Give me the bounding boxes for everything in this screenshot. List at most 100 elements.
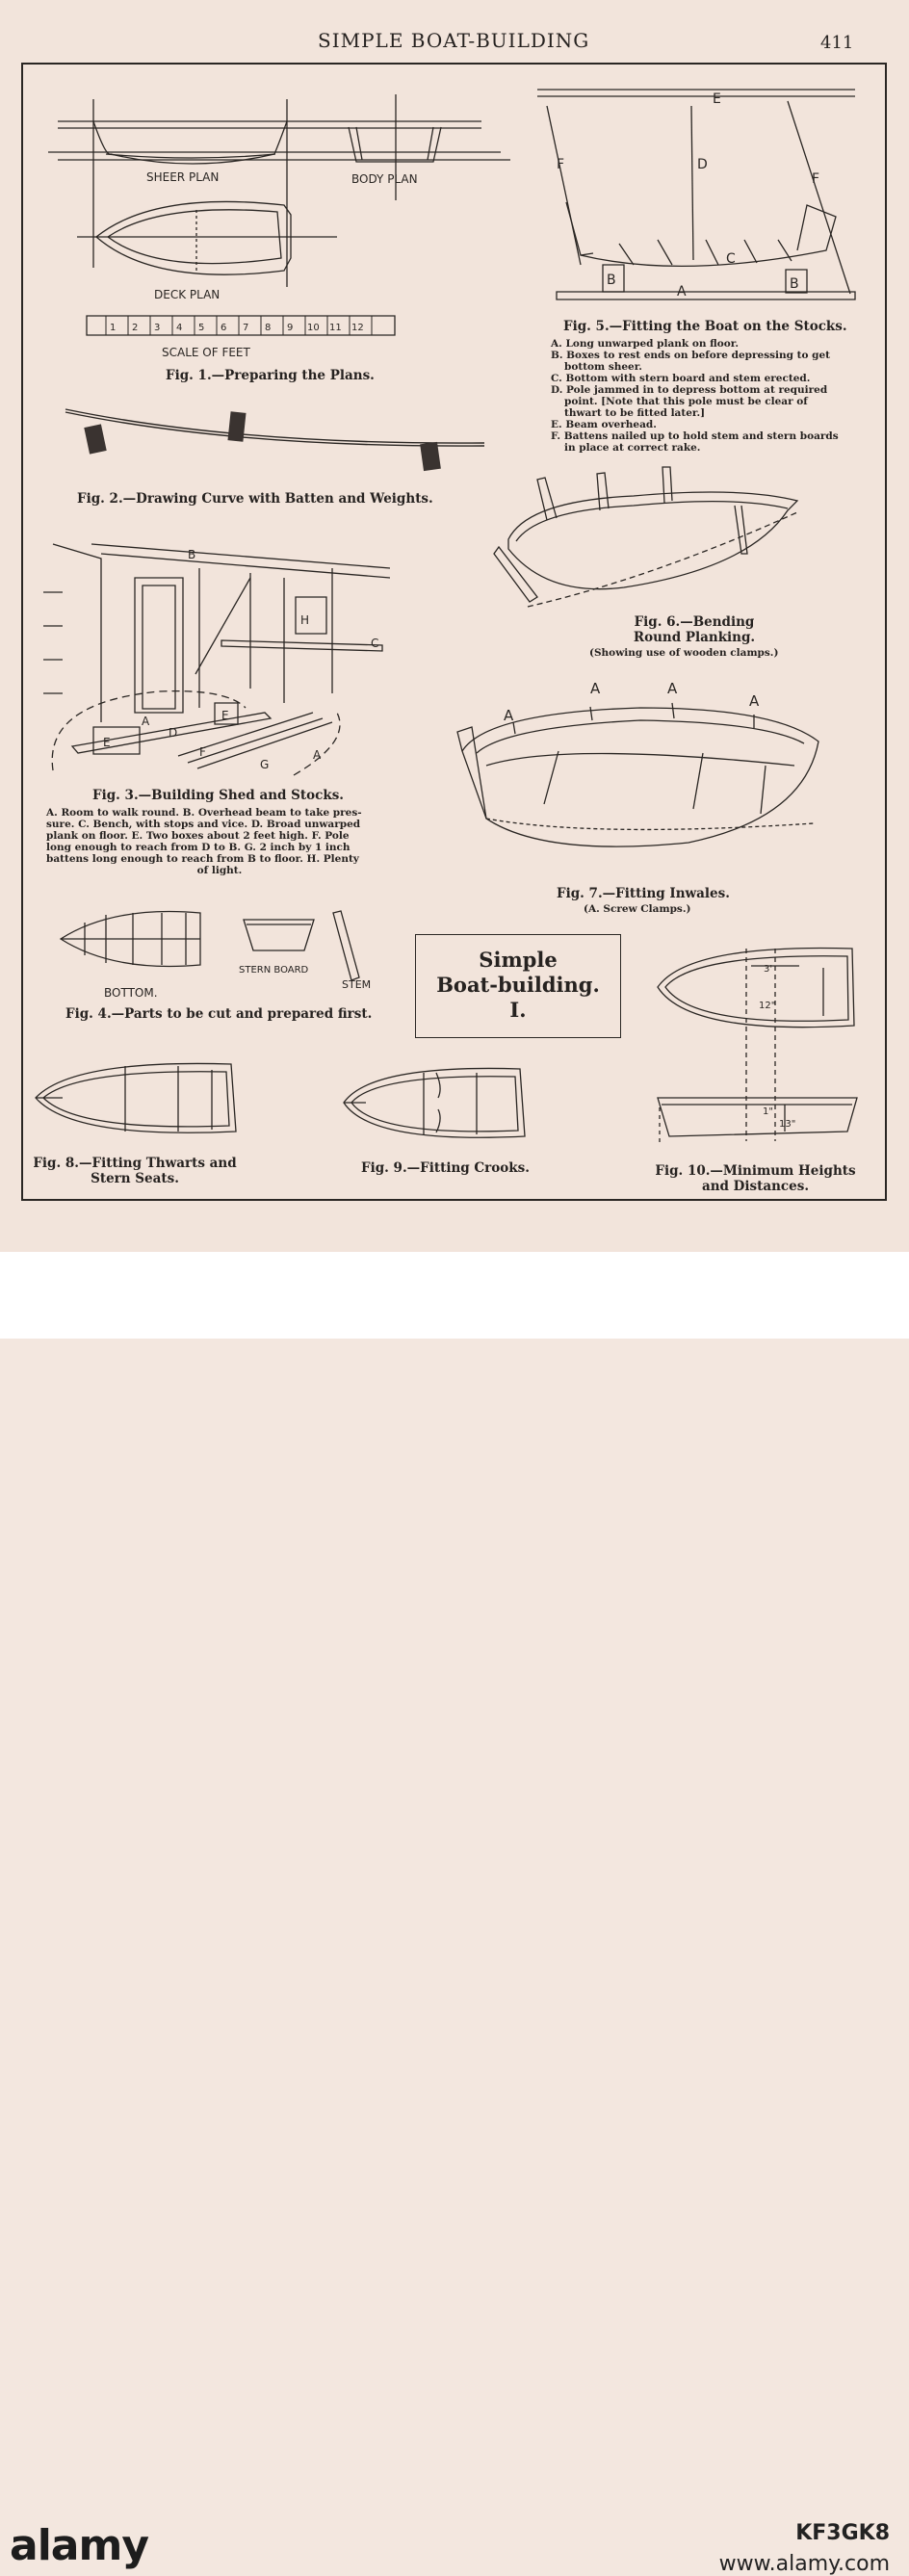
caption-line: Stern Seats. — [91, 1171, 179, 1186]
note-line: E. Beam overhead. — [551, 419, 657, 430]
svg-text:F: F — [199, 745, 206, 759]
fig9-crooks-drawing — [342, 1059, 534, 1146]
body-plan-label: BODY PLAN — [351, 172, 418, 186]
dim-3ft: 3' — [764, 964, 772, 975]
svg-text:A: A — [590, 680, 601, 697]
fig5-notes: A. Long unwarped plank on floor. B. Boxe… — [551, 338, 859, 454]
note-line: of light. — [196, 865, 243, 876]
fig7-inwales-drawing: A A A A — [448, 680, 833, 876]
svg-text:C: C — [371, 637, 378, 650]
note-line: plank on floor. E. Two boxes about 2 fee… — [46, 830, 350, 842]
note-line: thwart to be fitted later.] — [564, 407, 706, 419]
svg-text:B: B — [607, 273, 616, 288]
scale-number: 6 — [221, 323, 226, 333]
fig7-caption: Fig. 7.—Fitting Inwales. — [557, 886, 730, 901]
caption-line: and Distances. — [701, 1179, 810, 1194]
stern-board-label: STERN BOARD — [239, 965, 309, 976]
scale-number: 3 — [154, 323, 160, 333]
svg-text:E: E — [713, 91, 721, 107]
note-line: battens long enough to reach from B to f… — [46, 853, 359, 865]
svg-text:D: D — [697, 157, 708, 172]
running-header: SIMPLE BOAT-BUILDING — [318, 29, 590, 52]
dim-13in: 13" — [779, 1119, 795, 1130]
scale-number: 10 — [307, 323, 320, 333]
scale-number: 4 — [176, 323, 182, 333]
dim-1in: 1" — [763, 1106, 773, 1117]
sheer-plan-label: SHEER PLAN — [146, 170, 219, 184]
fig7-subcaption: (A. Screw Clamps.) — [584, 903, 691, 915]
fig4-caption: Fig. 4.—Parts to be cut and prepared fir… — [65, 1006, 373, 1022]
scale-number: 7 — [243, 323, 248, 333]
title-line: Simple — [479, 948, 558, 972]
fig6-subcaption: (Showing use of wooden clamps.) — [589, 647, 779, 659]
note-line: long enough to reach from D to B. G. 2 i… — [46, 842, 351, 853]
note-line: F. Battens nailed up to hold stem and st… — [551, 430, 839, 442]
alamy-logo: alamy — [10, 2521, 149, 2570]
note-line: A. Long unwarped plank on floor. — [551, 338, 739, 350]
svg-text:C: C — [726, 251, 736, 267]
fig2-caption: Fig. 2.—Drawing Curve with Batten and We… — [77, 491, 433, 507]
note-line: D. Pole jammed in to depress bottom at r… — [551, 384, 828, 396]
svg-text:B: B — [790, 276, 799, 292]
note-line: bottom sheer. — [564, 361, 642, 373]
scale-number: 9 — [287, 323, 293, 333]
fig1-caption: Fig. 1.—Preparing the Plans. — [166, 368, 375, 383]
scale-number: 2 — [132, 323, 138, 333]
site-url: www.alamy.com — [718, 2552, 890, 2576]
svg-text:A: A — [749, 692, 760, 710]
page-frame — [21, 63, 887, 1201]
note-line: C. Bottom with stern board and stem erec… — [551, 373, 811, 384]
svg-text:E: E — [221, 709, 229, 722]
caption-line: Round Planking. — [633, 630, 756, 645]
svg-text:F: F — [812, 171, 819, 187]
title-line: I. — [509, 998, 527, 1022]
fig1-plans-drawing: SHEER PLAN BODY PLAN DECK PLAN SCALE OF … — [39, 85, 539, 359]
note-line: in place at correct rake. — [564, 442, 701, 454]
page-number: 411 — [820, 33, 854, 53]
bottom-label: BOTTOM. — [104, 986, 158, 1000]
fig8-caption: Fig. 8.—Fitting Thwarts and Stern Seats. — [29, 1156, 241, 1186]
scale-number: 1 — [110, 323, 116, 333]
fig6-caption: Fig. 6.—Bending Round Planking. — [622, 614, 766, 645]
svg-text:G: G — [260, 758, 269, 771]
caption-line: Fig. 8.—Fitting Thwarts and — [33, 1156, 237, 1171]
fig3-notes: A. Room to walk round. B. Overhead beam … — [46, 807, 393, 876]
fig9-caption: Fig. 9.—Fitting Crooks. — [361, 1160, 530, 1176]
svg-text:A: A — [677, 284, 687, 299]
stem-label: STEM — [342, 978, 372, 991]
fig6-planking-drawing — [489, 462, 817, 636]
scale-number: 12 — [351, 323, 364, 333]
svg-text:F: F — [557, 157, 564, 172]
svg-text:A: A — [313, 748, 322, 762]
svg-text:D: D — [169, 726, 177, 740]
svg-text:E: E — [103, 736, 111, 749]
note-line: A. Room to walk round. B. Overhead beam … — [46, 807, 362, 819]
book-page: SIMPLE BOAT-BUILDING 411 — [0, 0, 909, 1252]
stock-footer: alamy KF3GK8 www.alamy.com — [0, 1252, 909, 2576]
section-title-box: Simple Boat-building. I. — [415, 934, 621, 1038]
fig5-stocks-drawing: E F F D C B B A — [537, 82, 860, 308]
fig2-batten-drawing — [65, 404, 489, 472]
caption-line: Fig. 6.—Bending — [634, 614, 755, 630]
fig10-dimensions-drawing: 3' 12" 1" 13" — [650, 939, 867, 1156]
fig4-parts-drawing — [56, 905, 383, 1002]
svg-text:H: H — [300, 613, 309, 627]
caption-line: Fig. 10.—Minimum Heights — [655, 1163, 856, 1179]
fig5-caption: Fig. 5.—Fitting the Boat on the Stocks. — [563, 319, 847, 334]
note-line: B. Boxes to rest ends on before depressi… — [551, 350, 831, 361]
svg-text:A: A — [504, 707, 514, 724]
svg-text:B: B — [188, 548, 195, 561]
fig3-caption: Fig. 3.—Building Shed and Stocks. — [92, 788, 345, 803]
scale-of-feet-label: SCALE OF FEET — [162, 346, 251, 359]
image-id: KF3GK8 — [795, 2521, 890, 2545]
dim-12in: 12" — [759, 1001, 775, 1011]
fig3-shed-drawing: B C H A D E E F G A — [43, 539, 395, 780]
note-line: point. [Note that this pole must be clea… — [564, 396, 808, 407]
scale-number: 8 — [265, 323, 271, 333]
note-line: sure. C. Bench, with stops and vice. D. … — [46, 819, 361, 830]
deck-plan-label: DECK PLAN — [154, 288, 220, 301]
scale-number: 11 — [329, 323, 342, 333]
svg-text:A: A — [667, 680, 678, 697]
fig10-caption: Fig. 10.—Minimum Heights and Distances. — [647, 1163, 864, 1194]
title-line: Boat-building. — [436, 973, 600, 997]
